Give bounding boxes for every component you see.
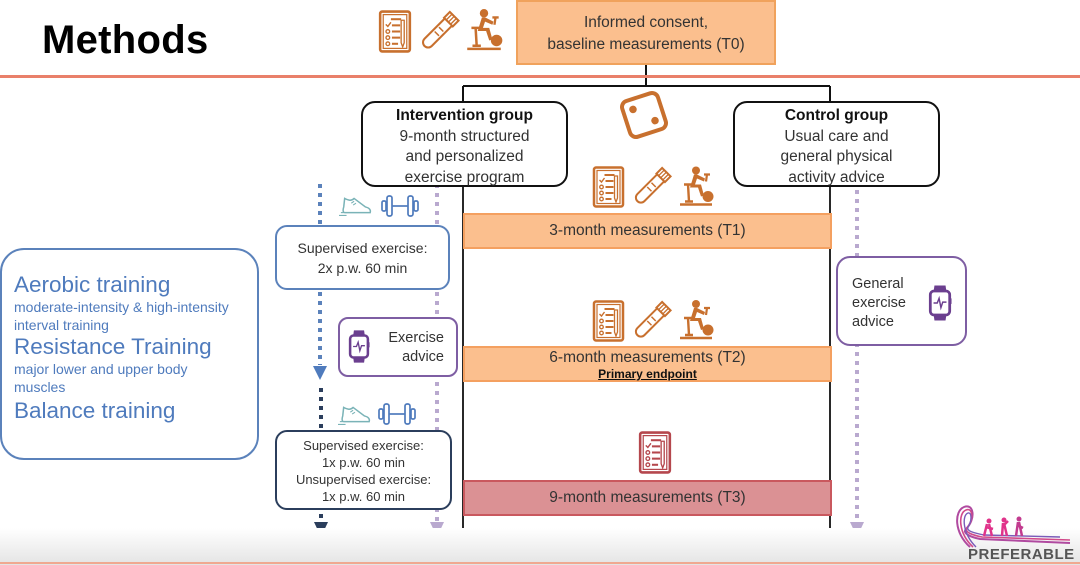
baseline-line2: baseline measurements (T0): [547, 36, 745, 53]
intervention-desc-line: and personalized: [405, 148, 524, 165]
blood-sample-tube-icon: [631, 300, 672, 342]
exercise-advice-line: Exercise: [388, 330, 444, 346]
intervention-group-box: Intervention group 9-month structured an…: [361, 101, 568, 187]
page-title: Methods: [42, 18, 209, 62]
phase2-line: 1x p.w. 60 min: [321, 455, 406, 470]
measurement-label: 3-month measurements (T1): [549, 222, 746, 239]
footer-divider: [0, 562, 1080, 564]
smartwatch-icon: [928, 284, 952, 322]
phase2-line: Unsupervised exercise:: [295, 472, 432, 487]
exercise-bike-icon: [676, 165, 716, 208]
measurement-bar-t1: 3-month measurements (T1): [463, 213, 832, 249]
dumbbell-icon: [381, 194, 419, 218]
dice-icon: [619, 90, 669, 140]
running-shoe-icon: [338, 403, 372, 427]
questionnaire-icon: [638, 431, 672, 474]
preferable-logo-text: PREFERABLE: [968, 546, 1075, 563]
measurement-label: 6-month measurements (T2): [549, 349, 746, 366]
control-desc-line: Usual care and: [784, 127, 889, 145]
control-desc-line: general physical: [780, 148, 893, 165]
header-divider: [0, 75, 1080, 78]
training-type-title: Balance training: [14, 398, 176, 423]
phase1-supervised-box: Supervised exercise: 2x p.w. 60 min: [275, 225, 450, 290]
phase1-arrow: [313, 366, 327, 380]
exercise-bike-icon: [676, 298, 716, 342]
training-type-detail: moderate-intensity & high-intensity: [14, 299, 229, 315]
training-type-title: Resistance Training: [14, 334, 212, 359]
intervention-desc-line: exercise program: [404, 168, 525, 186]
intervention-desc-line: 9-month structured: [399, 127, 530, 145]
training-types-box: Aerobic training moderate-intensity & hi…: [0, 248, 259, 460]
questionnaire-icon: [592, 300, 625, 342]
blood-sample-tube-icon: [631, 166, 672, 208]
footer-band: [0, 528, 1080, 565]
control-desc-line: activity advice: [788, 168, 885, 186]
training-type-detail: major lower and upper body: [14, 361, 188, 377]
smartwatch-icon: [348, 328, 370, 365]
general-advice-line: exercise: [852, 295, 906, 311]
questionnaire-icon: [378, 10, 412, 53]
baseline-measurements-box: Informed consent, baseline measurements …: [516, 0, 776, 65]
measurement-bar-t2: 6-month measurements (T2) Primary endpoi…: [463, 346, 832, 382]
control-group-title: Control group: [784, 107, 889, 124]
baseline-line1: Informed consent,: [583, 14, 709, 31]
training-type-title: Aerobic training: [14, 272, 171, 297]
measurement-label: 9-month measurements (T3): [549, 489, 746, 506]
control-group-box: Control group Usual care and general phy…: [733, 101, 940, 187]
training-type-detail: interval training: [14, 317, 109, 333]
dumbbell-icon: [378, 402, 416, 426]
general-exercise-advice-box: General exercise advice: [836, 256, 967, 346]
training-type-detail: muscles: [14, 379, 66, 395]
exercise-advice-line: advice: [402, 349, 444, 365]
exercise-advice-box: Exercise advice: [338, 317, 458, 377]
general-advice-line: advice: [852, 314, 894, 330]
preferable-logo-icon: [956, 505, 1071, 548]
phase2-line: Supervised exercise:: [303, 438, 424, 453]
phase1-line: 2x p.w. 60 min: [317, 260, 408, 276]
measurement-bar-t3: 9-month measurements (T3): [463, 480, 832, 516]
questionnaire-icon: [592, 166, 625, 208]
running-shoe-icon: [339, 194, 373, 218]
phase1-line: Supervised exercise:: [297, 240, 428, 256]
intervention-group-title: Intervention group: [396, 107, 533, 124]
general-advice-line: General: [852, 276, 904, 292]
primary-endpoint-label: Primary endpoint: [598, 367, 697, 381]
blood-sample-tube-icon: [418, 10, 460, 53]
phase2-exercise-box: Supervised exercise: 1x p.w. 60 min Unsu…: [275, 430, 452, 510]
phase2-line: 1x p.w. 60 min: [321, 489, 406, 504]
exercise-bike-icon: [463, 8, 505, 52]
